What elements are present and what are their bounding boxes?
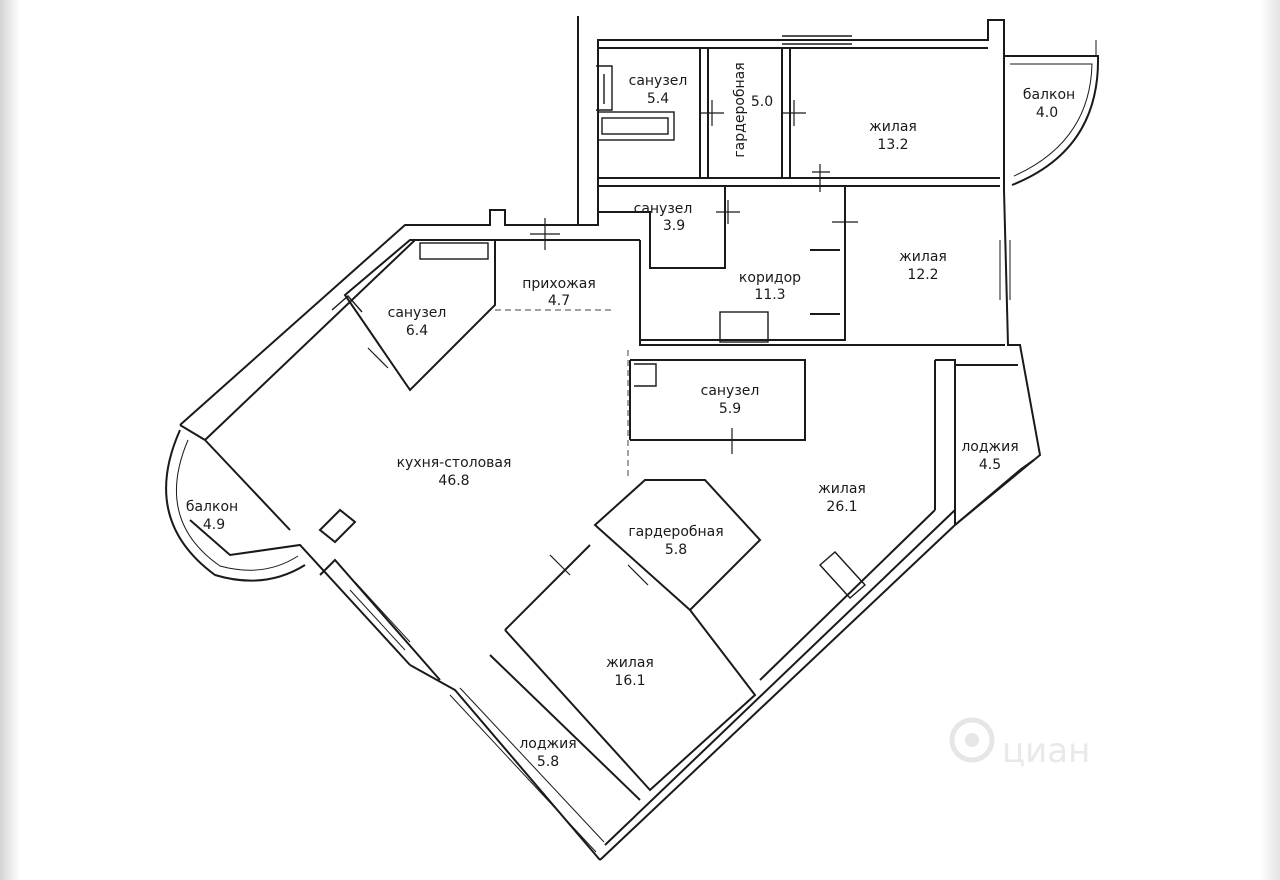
room-area: 4.0 — [1036, 105, 1058, 121]
balcony-left — [165, 429, 306, 582]
room-name: жилая — [606, 655, 654, 671]
room-name: санузел — [634, 201, 693, 217]
zone-lines — [495, 309, 629, 480]
room-bath-top: санузел 5.4 — [629, 73, 688, 107]
room-name: балкон — [1023, 87, 1075, 103]
room-area: 16.1 — [614, 673, 645, 689]
room-name: лоджия — [519, 736, 576, 752]
interior-walls — [318, 47, 1018, 801]
page-edge-right — [1260, 0, 1280, 880]
room-bath-59: санузел 5.9 — [701, 383, 760, 417]
room-area: 4.5 — [979, 457, 1001, 473]
room-area: 12.2 — [907, 267, 938, 283]
room-area: 5.9 — [719, 401, 741, 417]
room-corridor: коридор 11.3 — [739, 270, 801, 303]
watermark-text: циан — [1002, 731, 1090, 771]
room-area: 5.8 — [665, 542, 687, 558]
room-area: 46.8 — [438, 473, 469, 489]
room-hall: прихожая 4.7 — [522, 276, 596, 309]
room-bath-64: санузел 6.4 — [388, 305, 447, 339]
room-balcony-49: балкон 4.9 — [186, 499, 238, 533]
room-area: 26.1 — [826, 499, 857, 515]
room-name: гардеробная — [732, 62, 748, 157]
door-markers — [367, 100, 858, 586]
outer-walls — [179, 16, 1042, 861]
room-area: 4.7 — [548, 293, 570, 309]
room-area: 6.4 — [406, 323, 428, 339]
room-living-161: жилая 16.1 — [606, 655, 654, 689]
room-name: жилая — [869, 119, 917, 135]
room-area: 5.4 — [647, 91, 669, 107]
room-area: 13.2 — [877, 137, 908, 153]
room-name: жилая — [899, 249, 947, 265]
room-name: балкон — [186, 499, 238, 515]
room-area: 4.9 — [203, 517, 225, 533]
room-name: санузел — [701, 383, 760, 399]
room-area: 3.9 — [663, 218, 685, 234]
room-name: прихожая — [522, 276, 596, 292]
room-name: гардеробная — [628, 524, 723, 540]
room-kitchen: кухня-столовая 46.8 — [397, 455, 512, 489]
room-name: санузел — [388, 305, 447, 321]
room-area: 5.0 — [751, 94, 773, 110]
room-balcony-40: балкон 4.0 — [1023, 87, 1075, 121]
balcony-top-right — [1004, 40, 1100, 186]
cian-logo-icon — [949, 717, 995, 763]
room-loggia-58: лоджия 5.8 — [519, 736, 576, 770]
room-living-122: жилая 12.2 — [899, 249, 947, 283]
room-name: лоджия — [961, 439, 1018, 455]
room-living-261: жилая 26.1 — [818, 481, 866, 515]
room-wardrobe-top: гардеробная 5.0 — [732, 62, 773, 157]
room-loggia-45: лоджия 4.5 — [961, 439, 1018, 473]
watermark: циан — [949, 717, 1090, 771]
room-area: 11.3 — [754, 287, 785, 303]
room-wardrobe-58: гардеробная 5.8 — [628, 524, 723, 558]
page-edge-left — [0, 0, 20, 880]
room-name: кухня-столовая — [397, 455, 512, 471]
room-living-132: жилая 13.2 — [869, 119, 917, 153]
room-name: санузел — [629, 73, 688, 89]
room-labels: санузел 5.4 гардеробная 5.0 жилая 13.2 б… — [186, 62, 1075, 770]
room-name: коридор — [739, 270, 801, 286]
room-area: 5.8 — [537, 754, 559, 770]
room-name: жилая — [818, 481, 866, 497]
room-bath-39: санузел 3.9 — [634, 201, 693, 234]
